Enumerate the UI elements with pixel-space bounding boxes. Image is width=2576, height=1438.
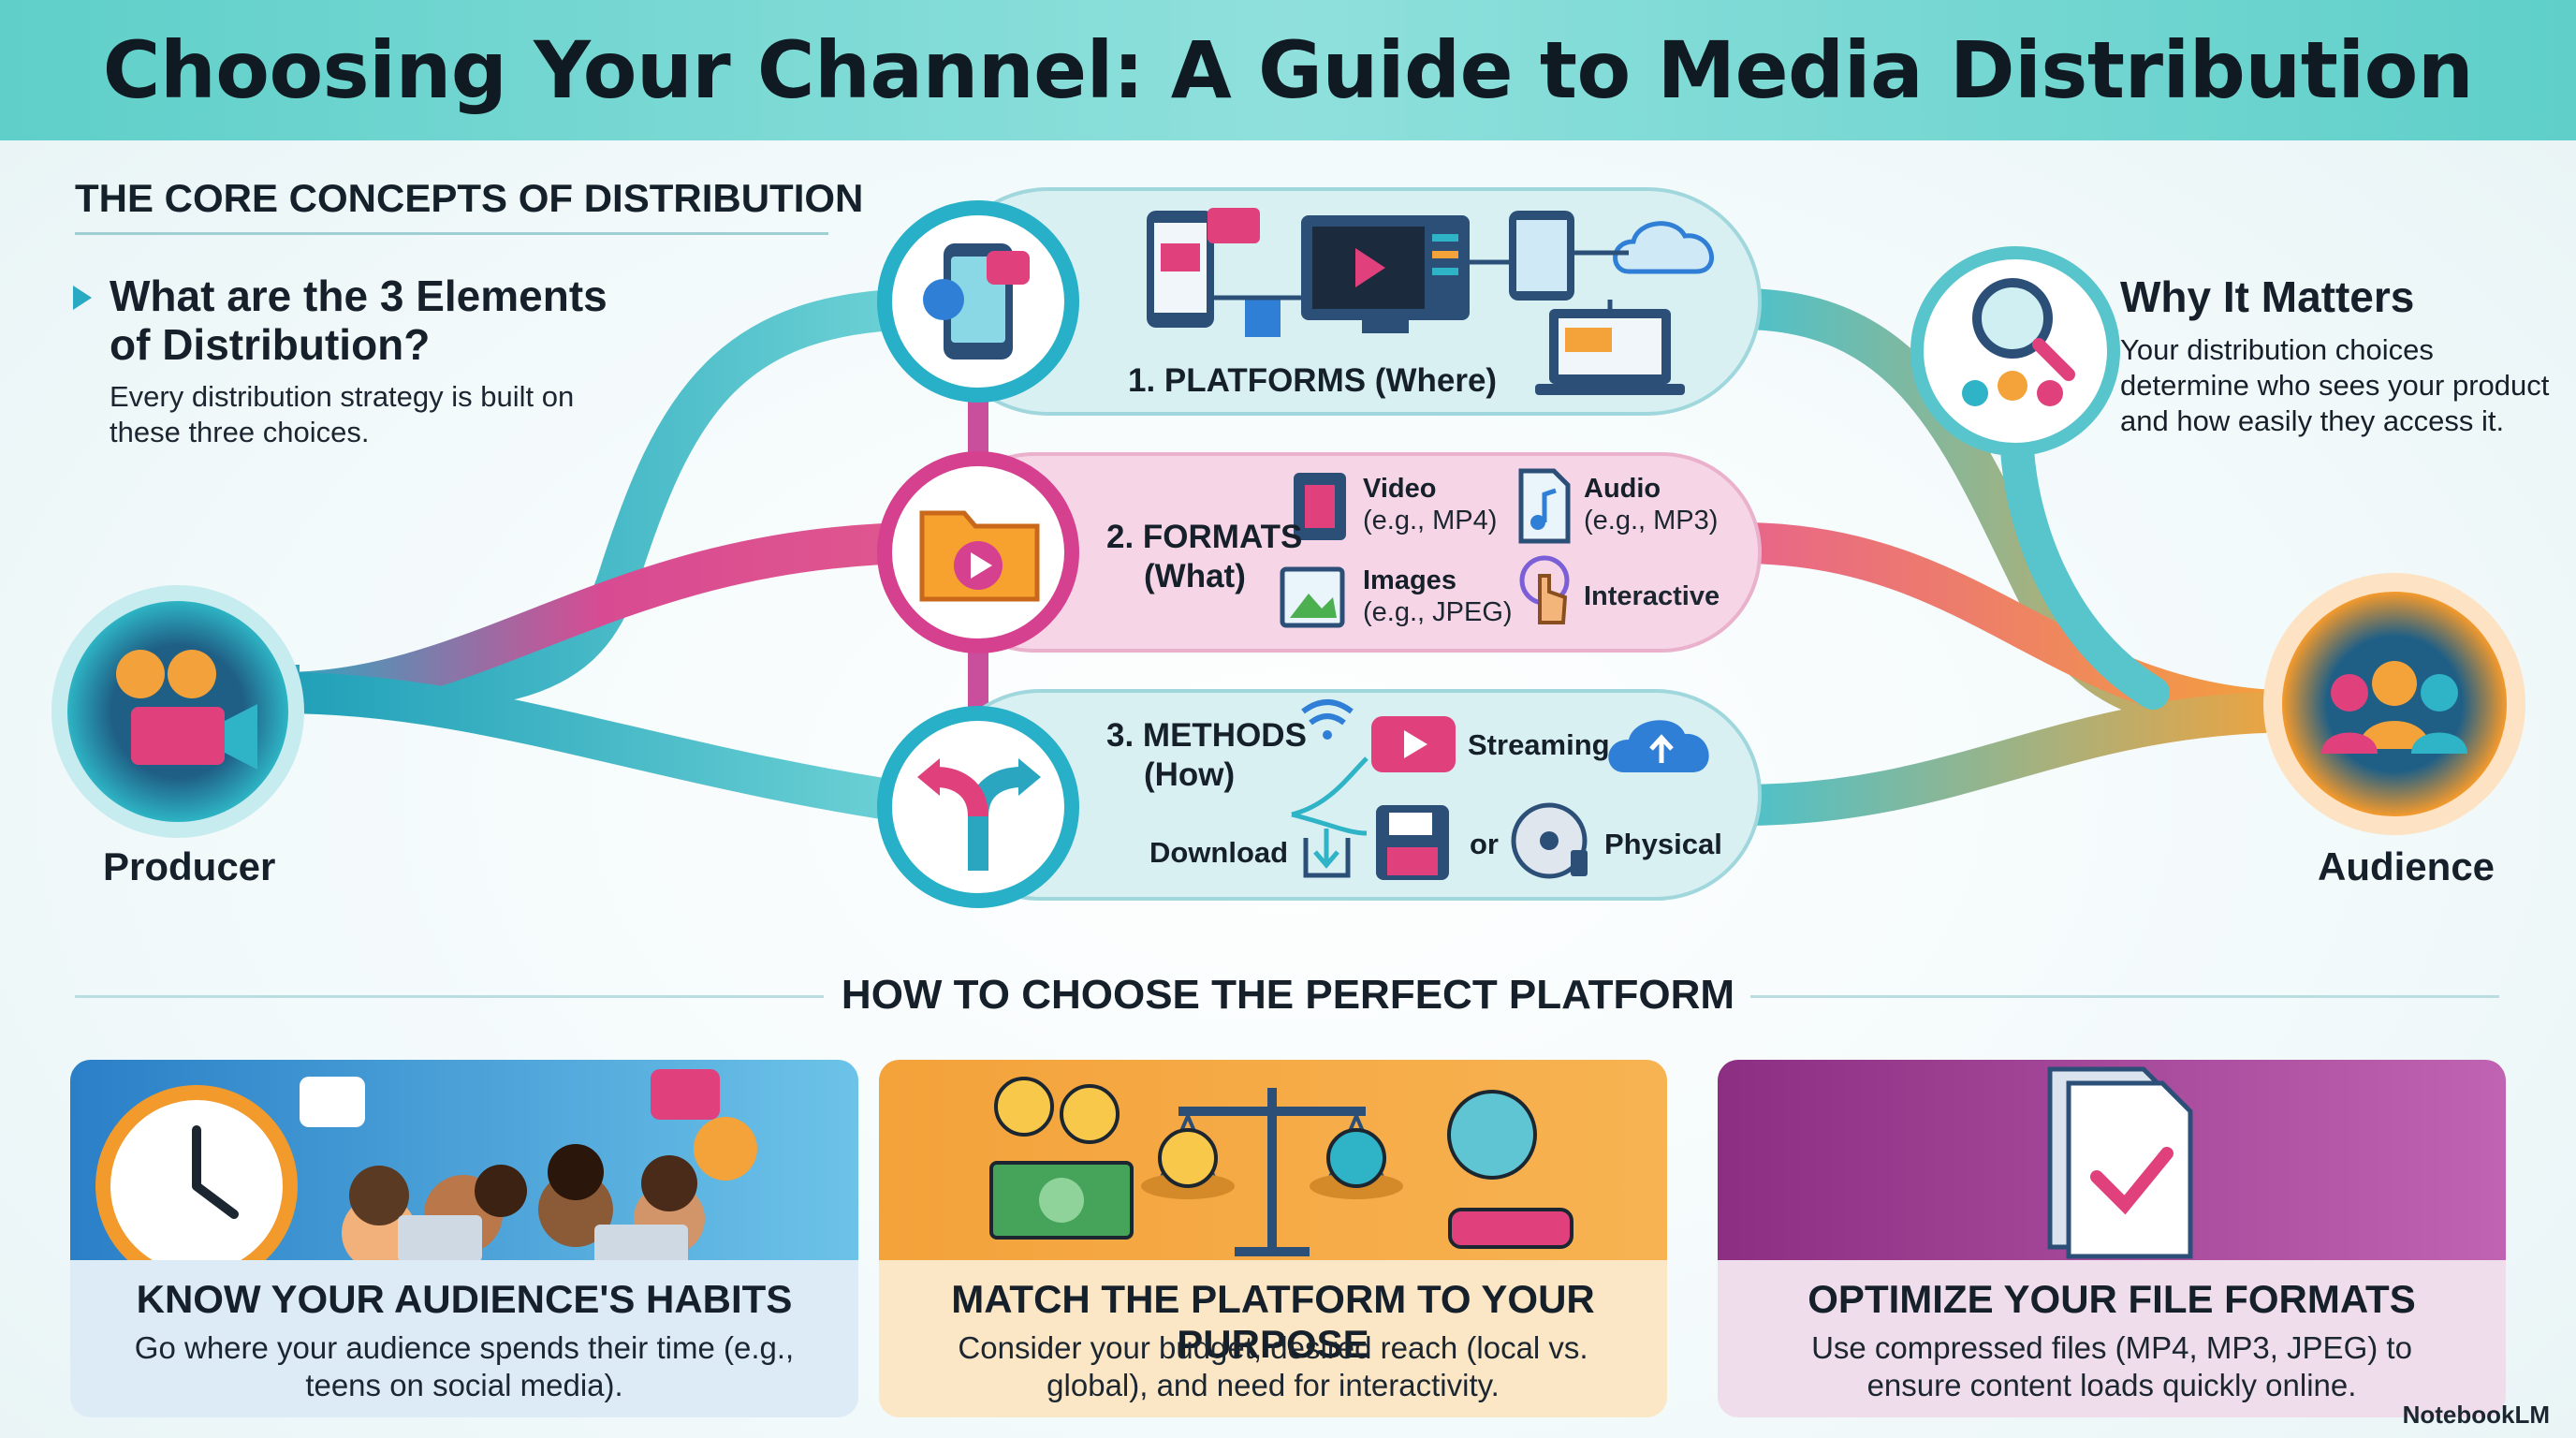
phone-video-icon <box>1147 208 1281 337</box>
method-physical: Physical <box>1604 828 1722 860</box>
stream-to-methods <box>260 672 947 826</box>
question-text: Every distribution strategy is built on … <box>110 380 575 448</box>
download-arrow <box>1291 812 1368 836</box>
device-connectors <box>1214 250 1629 309</box>
globe-click-icon <box>1447 1090 1537 1180</box>
card-title: MATCH THE PLATFORM TO YOUR PURPOSE <box>951 1277 1595 1366</box>
wifi-icon <box>1301 699 1354 740</box>
format-interactive: Interactive <box>1584 581 1720 611</box>
format-images: Images (e.g., JPEG) <box>1363 565 1513 627</box>
format-audio: Audio (e.g., MP3) <box>1584 474 1719 536</box>
why-heading: Why It Matters <box>2120 272 2415 321</box>
card-text: Go where your audience spends their time… <box>134 1330 795 1402</box>
scale-money-illustration <box>989 1077 1573 1256</box>
card-file-formats: OPTIMIZE YOUR FILE FORMATS Use compresse… <box>1718 1060 2506 1417</box>
stream-to-platforms <box>260 288 947 713</box>
smartphone-social-icon <box>877 200 1079 403</box>
card-platform-purpose: MATCH THE PLATFORM TO YOUR PURPOSE Consi… <box>879 1060 1667 1417</box>
card-text: Use compressed files (MP4, MP3, JPEG) to… <box>1811 1330 2412 1402</box>
method-download: Download <box>1149 836 1289 869</box>
coin-icon <box>994 1077 1054 1137</box>
stream-from-methods <box>1720 691 2323 826</box>
card-audience-habits: KNOW YOUR AUDIENCE'S HABITS Go where you… <box>70 1060 858 1417</box>
section-heading: HOW TO CHOOSE THE PERFECT PLATFORM <box>841 972 1735 1018</box>
globe-icon <box>1326 1128 1386 1188</box>
clock-people-illustration <box>95 1069 757 1287</box>
audience-group-icon <box>2263 573 2525 835</box>
producer-label: Producer <box>103 844 276 888</box>
divider-left <box>75 995 824 998</box>
image-file-icon <box>1280 566 1345 628</box>
cd-disc-icon <box>1511 802 1588 879</box>
document-check-illustration <box>2047 1066 2193 1259</box>
question-heading: What are the 3 Elements of Distribution? <box>110 271 607 369</box>
divider-right <box>1750 995 2499 998</box>
profile-bubble-icon <box>651 1069 720 1120</box>
why-text: Your distribution choices determine who … <box>2120 333 2550 437</box>
card-title: KNOW YOUR AUDIENCE'S HABITS <box>136 1277 793 1321</box>
touch-hand-icon <box>1519 555 1570 624</box>
audience-label: Audience <box>2318 844 2496 888</box>
laptop-icon <box>1535 309 1685 395</box>
document-check-icon <box>2066 1080 2193 1259</box>
split-arrow-icon <box>877 706 1079 908</box>
scale-icon <box>1178 1088 1366 1247</box>
download-icon <box>1303 829 1351 878</box>
divider <box>75 232 828 235</box>
video-file-icon <box>1294 473 1346 540</box>
page-title: Choosing Your Channel: A Guide to Media … <box>102 24 2474 116</box>
method-streaming: Streaming <box>1468 728 1610 761</box>
bullet-triangle-icon <box>73 286 92 310</box>
title-banner: Choosing Your Channel: A Guide to Media … <box>0 0 2576 140</box>
thumbs-up-bubble-icon <box>300 1077 365 1127</box>
format-video: Video (e.g., MP4) <box>1363 474 1498 536</box>
magnifier-people-icon <box>1910 246 2120 456</box>
platforms-label: 1. PLATFORMS (Where) <box>1128 362 1498 399</box>
formats-label: 2. FORMATS (What) <box>1106 519 1303 594</box>
methods-label: 3. METHODS (How) <box>1106 717 1307 793</box>
folder-play-icon <box>877 451 1079 653</box>
card-text: Consider your budget, desired reach (loc… <box>958 1330 1588 1402</box>
stream-arrow <box>1291 756 1368 817</box>
tv-icon <box>1301 215 1470 333</box>
audio-file-icon <box>1518 468 1571 544</box>
avatar-icon <box>694 1117 757 1181</box>
floppy-disk-icon <box>1376 805 1449 880</box>
push-button-icon <box>1448 1208 1573 1249</box>
why-connector <box>2000 433 2170 710</box>
card-title: OPTIMIZE YOUR FILE FORMATS <box>1808 1277 2416 1321</box>
film-camera-icon <box>51 585 304 838</box>
brand-label: NotebookLM <box>2402 1401 2550 1429</box>
cloud-upload-icon <box>1608 720 1709 772</box>
play-button-icon <box>1371 716 1456 772</box>
distribution-flow-diagram <box>51 187 2525 908</box>
coin-icon <box>1060 1084 1120 1144</box>
tablet-icon <box>1509 211 1574 301</box>
method-or: or <box>1470 828 1499 860</box>
core-concepts-heading: THE CORE CONCEPTS OF DISTRIBUTION <box>75 176 864 220</box>
